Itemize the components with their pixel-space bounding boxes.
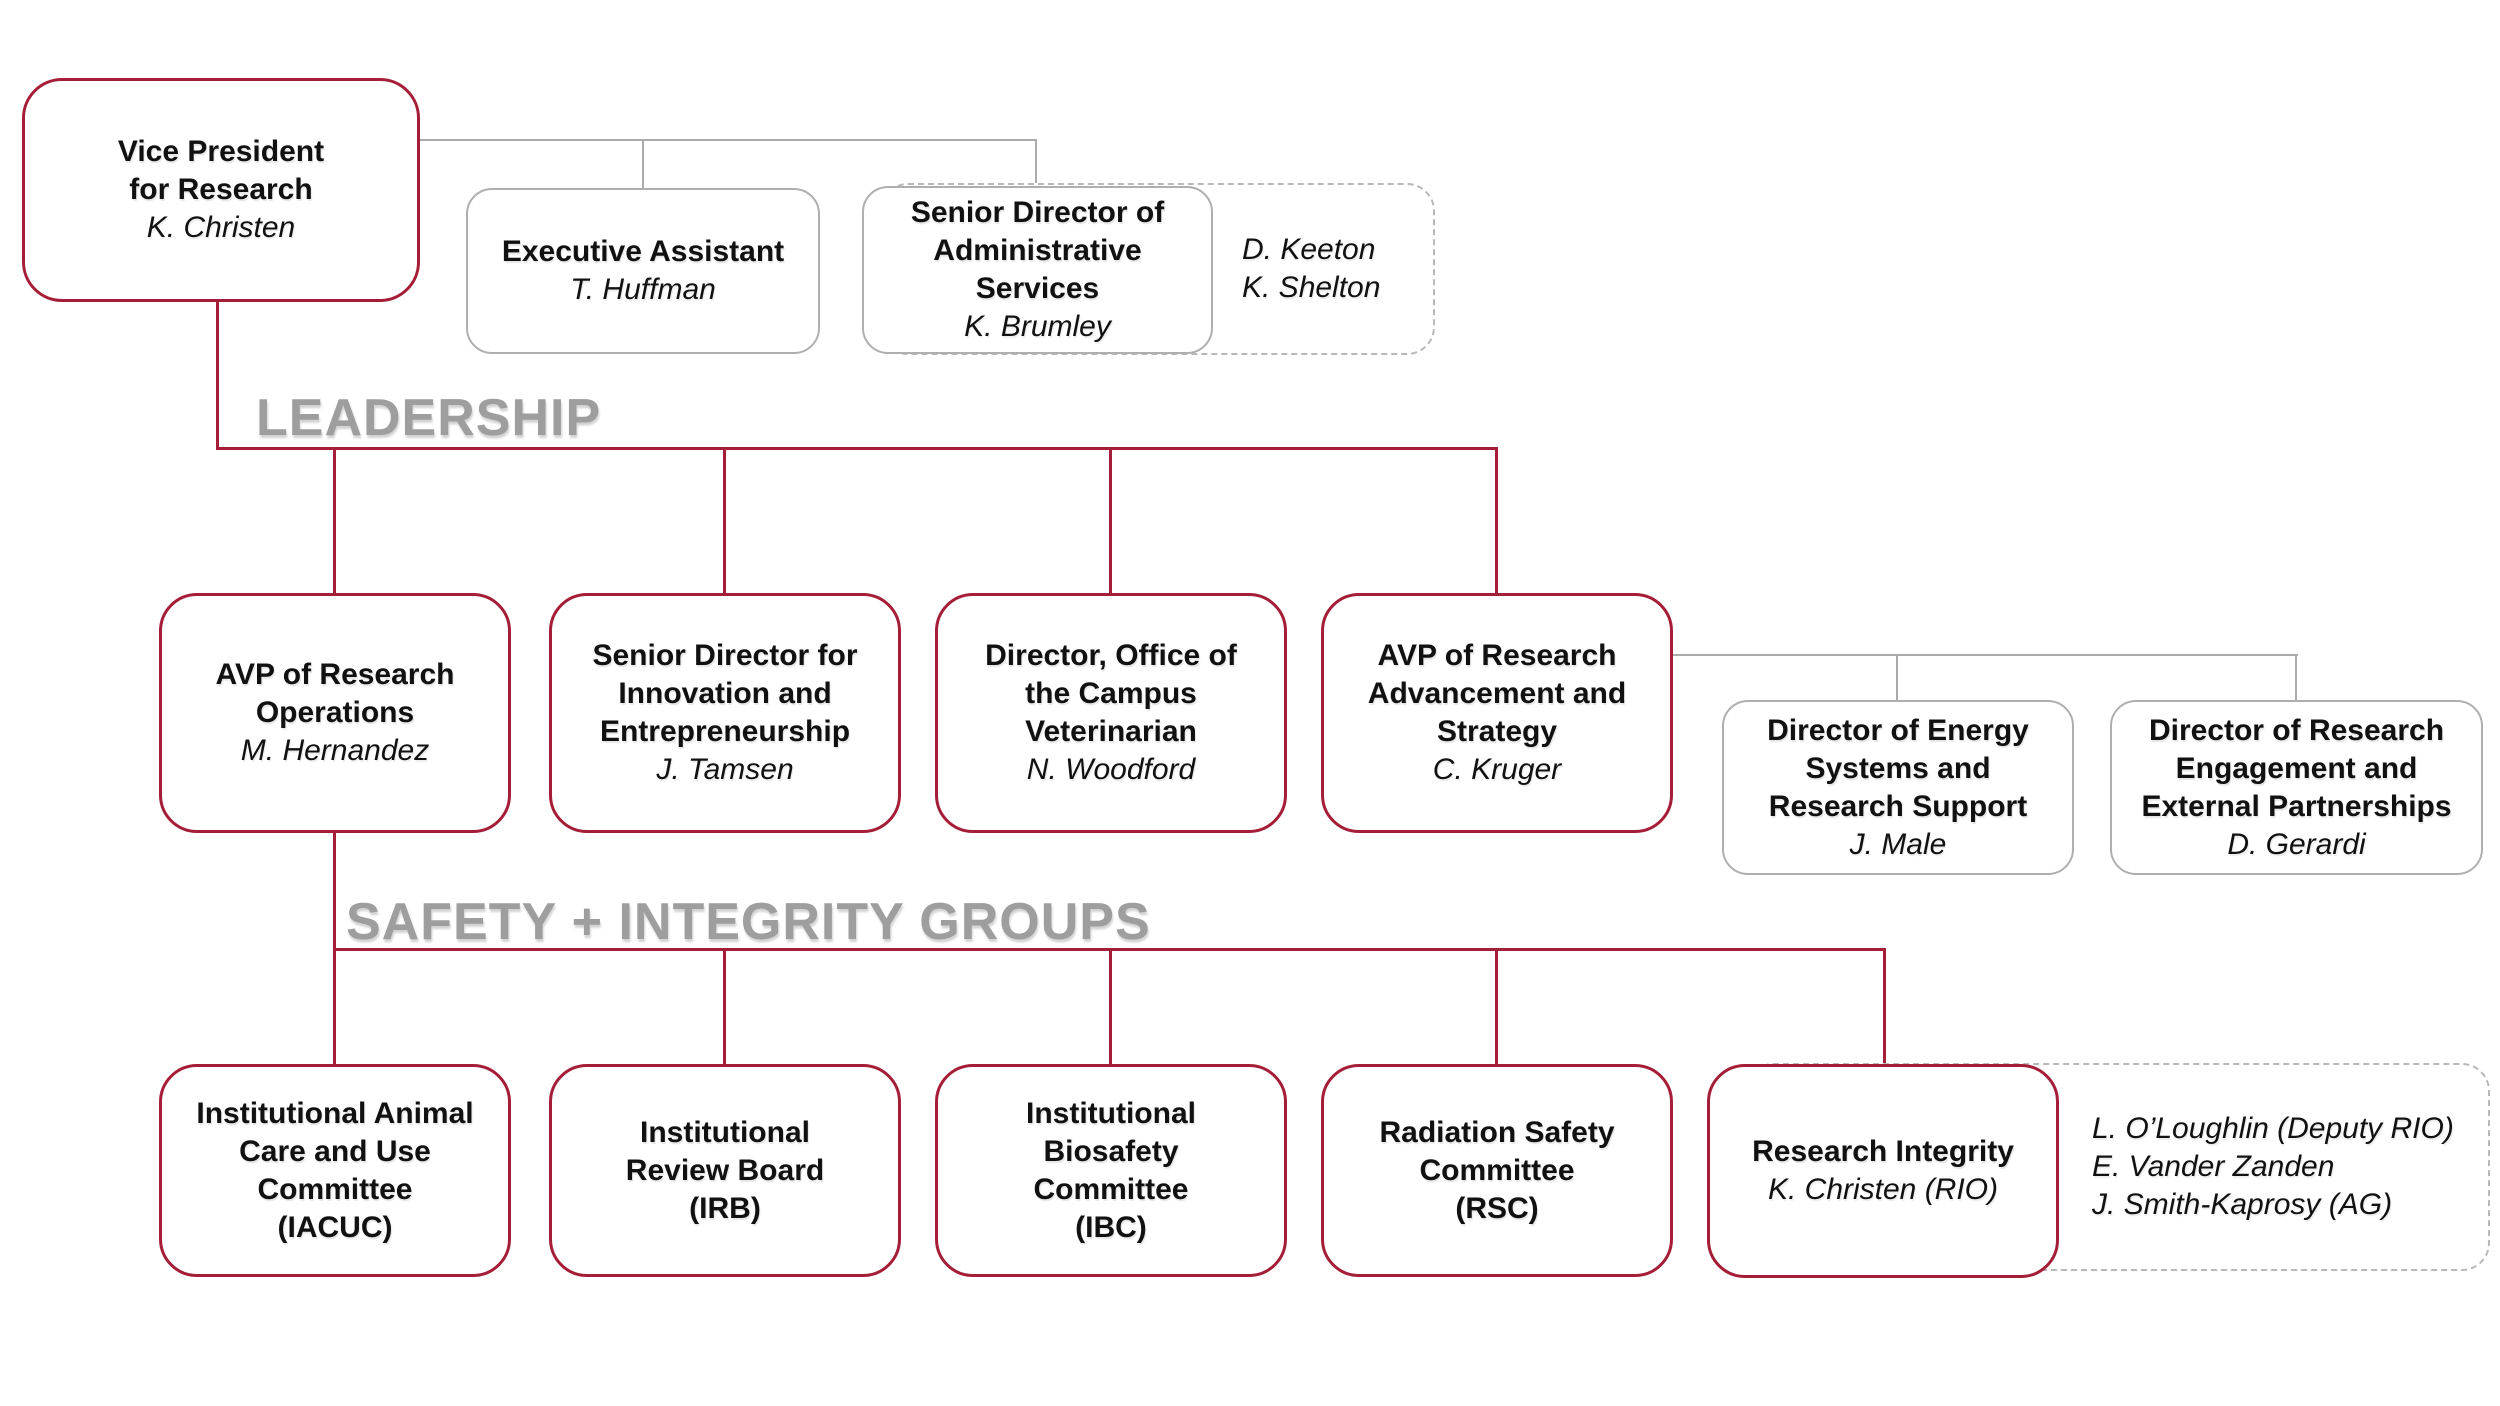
node-vice-president-for-research: Vice President for Research K. Christen [22,78,420,302]
staff-names: D. Keeton K. Shelton [1242,233,1381,304]
connector-drop-research-integrity [1883,948,1886,1065]
section-heading-safety-integrity: SAFETY + INTEGRITY GROUPS [346,893,1151,951]
connector-advancement-to-directors [1672,654,2298,656]
node-title: Executive Assistant [501,235,785,268]
node-title: AVP of Research Advancement and Strategy [1367,639,1627,748]
node-title: Institutional Animal Care and Use Commit… [196,1096,474,1244]
node-person: K. Brumley [964,310,1111,343]
connector-drop-senior-director-admin [1035,139,1037,188]
node-title: Director of Research Engagement and Exte… [2141,713,2452,823]
node-person: J. Tamsen [656,753,794,786]
node-director-campus-veterinarian: Director, Office of the Campus Veterinar… [935,593,1287,833]
node-senior-director-admin-services: Senior Director of Administrative Servic… [862,186,1213,354]
node-person: M. Hernandez [240,734,430,767]
section-heading-leadership: LEADERSHIP [256,389,602,447]
node-title: Research Integrity [1752,1135,2014,1168]
connector-drop-rsc [1495,948,1498,1065]
node-person: J. Male [1849,827,1947,861]
node-research-integrity: Research Integrity K. Christen (RIO) [1707,1064,2059,1278]
node-avp-research-advancement: AVP of Research Advancement and Strategy… [1321,593,1673,833]
node-irb: Institutional Review Board (IRB) [549,1064,901,1277]
connector-leadership-rail [216,447,1498,450]
node-person: N. Woodford [1026,753,1196,786]
node-person: K. Christen (RIO) [1767,1173,1999,1206]
connector-drop-director-engagement [2295,654,2297,702]
node-title: Institutional Biosafety Committee (IBC) [1026,1096,1196,1244]
connector-drop-avp-operations [333,447,336,595]
connector-vp-to-assistants [420,139,1037,141]
node-executive-assistant: Executive Assistant T. Huffman [466,188,820,354]
connector-vp-down [216,300,219,450]
connector-drop-avp-advancement [1495,447,1498,595]
node-title: AVP of Research Operations [215,658,455,729]
node-ibc: Institutional Biosafety Committee (IBC) [935,1064,1287,1277]
connector-drop-director-energy [1896,654,1898,702]
node-person: C. Kruger [1432,753,1562,786]
node-title: Vice President for Research [117,135,325,206]
connector-drop-ibc [1109,948,1112,1065]
node-person: D. Gerardi [2227,827,2366,861]
node-avp-research-operations: AVP of Research Operations M. Hernandez [159,593,511,833]
connector-drop-irb [723,948,726,1065]
staff-names: L. O’Loughlin (Deputy RIO) E. Vander Zan… [2092,1112,2454,1221]
node-director-energy-systems: Director of Energy Systems and Research … [1722,700,2074,875]
node-director-research-engagement: Director of Research Engagement and Exte… [2110,700,2483,875]
node-title: Director, Office of the Campus Veterinar… [985,639,1237,748]
node-rsc: Radiation Safety Committee (RSC) [1321,1064,1673,1277]
node-person: K. Christen [146,211,296,244]
node-iacuc: Institutional Animal Care and Use Commit… [159,1064,511,1277]
node-title: Director of Energy Systems and Research … [1767,713,2029,823]
node-title: Radiation Safety Committee (RSC) [1379,1115,1615,1225]
connector-drop-executive-assistant [642,139,644,189]
node-senior-director-innovation: Senior Director for Innovation and Entre… [549,593,901,833]
node-title: Senior Director for Innovation and Entre… [592,639,858,748]
connector-drop-senior-director-innovation [723,447,726,595]
node-title: Institutional Review Board (IRB) [625,1115,825,1225]
node-person: T. Huffman [570,273,716,306]
connector-drop-director-veterinarian [1109,447,1112,595]
node-title: Senior Director of Administrative Servic… [910,196,1165,305]
